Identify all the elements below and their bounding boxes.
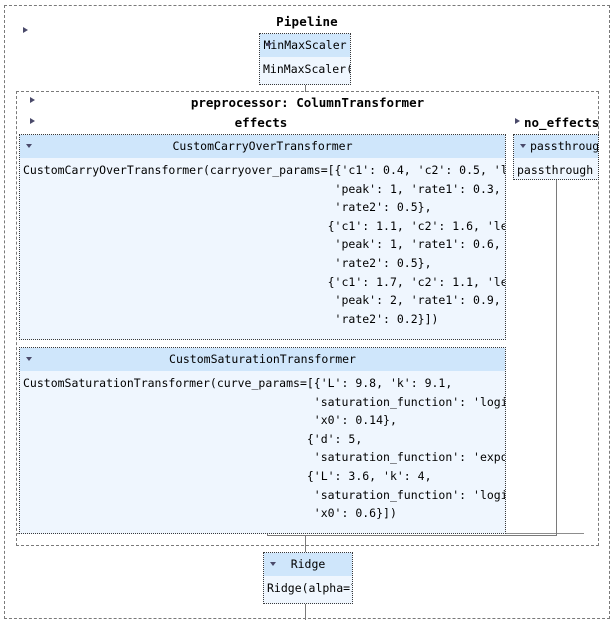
page-title: Pipeline — [276, 14, 338, 29]
estimator-box-passthrough[interactable]: passthrough passthrough — [513, 134, 599, 180]
pipeline-frame: Pipeline — [4, 5, 610, 619]
connector-merge-horizontal — [267, 535, 557, 536]
chevron-down-icon[interactable] — [270, 562, 276, 566]
pipeline-expand-icon[interactable] — [23, 27, 28, 33]
effects-expand-icon[interactable] — [30, 118, 35, 124]
estimator-header-ridge[interactable]: Ridge — [264, 553, 352, 576]
estimator-box-minmaxscaler[interactable]: MinMaxScaler MinMaxScaler() — [259, 33, 351, 85]
estimator-name-customsaturationtransformer: CustomSaturationTransformer — [169, 352, 356, 366]
estimator-repr-ridge: Ridge(alpha=1) — [267, 581, 352, 595]
connector-preprocessor-to-ridge — [305, 535, 306, 553]
connector-ridge-out — [305, 604, 306, 620]
no-effects-expand-icon[interactable] — [515, 118, 520, 124]
estimator-header-customsaturationtransformer[interactable]: CustomSaturationTransformer — [20, 348, 505, 371]
estimator-box-customcarryovertransformer[interactable]: CustomCarryOverTransformer CustomCarryOv… — [19, 134, 506, 340]
estimator-repr-customcarryovertransformer: CustomCarryOverTransformer(carryover_par… — [23, 163, 505, 326]
preprocessor-expand-icon[interactable] — [30, 97, 35, 103]
estimator-name-minmaxscaler: MinMaxScaler — [263, 38, 347, 52]
preprocessor-title: preprocessor: ColumnTransformer — [190, 95, 425, 110]
chevron-down-icon[interactable] — [26, 357, 32, 361]
connector-effects-down — [267, 534, 268, 536]
estimator-header-minmaxscaler[interactable]: MinMaxScaler — [260, 34, 350, 57]
estimator-header-passthrough[interactable]: passthrough — [514, 135, 598, 158]
connector-passthrough-down — [556, 180, 557, 536]
estimator-repr-customsaturationtransformer: CustomSaturationTransformer(curve_params… — [23, 376, 506, 521]
estimator-repr-passthrough: passthrough — [517, 163, 594, 177]
column-label-effects: effects — [234, 115, 288, 130]
column-transformer-frame — [16, 91, 599, 546]
estimator-name-passthrough: passthrough — [530, 139, 598, 153]
estimator-box-customsaturationtransformer[interactable]: CustomSaturationTransformer CustomSatura… — [19, 347, 506, 534]
column-label-no-effects: no_effects — [524, 115, 600, 130]
estimator-header-customcarryovertransformer[interactable]: CustomCarryOverTransformer — [20, 135, 505, 158]
estimator-name-customcarryovertransformer: CustomCarryOverTransformer — [172, 139, 353, 153]
chevron-down-icon[interactable] — [266, 43, 272, 47]
chevron-down-icon[interactable] — [520, 144, 526, 148]
chevron-down-icon[interactable] — [26, 144, 32, 148]
connector-scaler-to-preprocessor — [305, 85, 306, 92]
estimator-name-ridge: Ridge — [290, 557, 326, 571]
estimator-box-ridge[interactable]: Ridge Ridge(alpha=1) — [263, 552, 353, 604]
estimator-repr-minmaxscaler: MinMaxScaler() — [263, 62, 351, 76]
